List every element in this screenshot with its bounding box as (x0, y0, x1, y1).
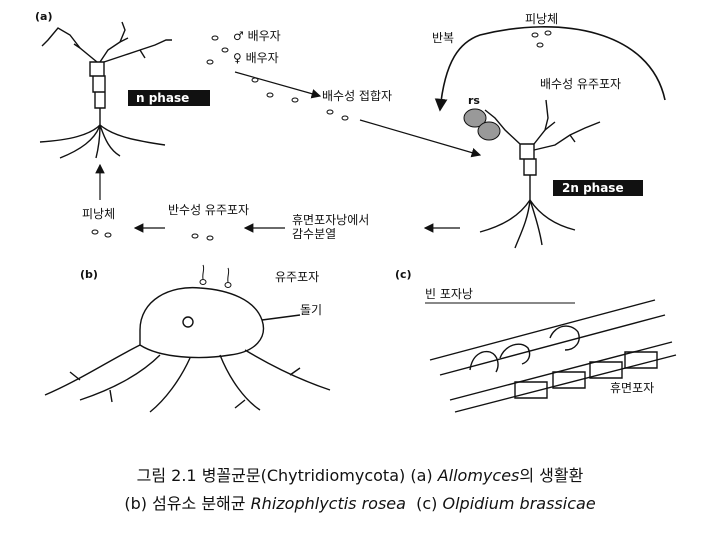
rs-label: rs (468, 94, 480, 107)
zygote-label: 배수성 접합자 (322, 89, 392, 103)
n-phase-label: n phase (136, 91, 189, 105)
caption-line2-prefix: (b) 섬유소 분해균 (124, 494, 251, 513)
caption-line1-suffix: 의 생활환 (519, 466, 584, 485)
caption-line2-italic2: Olpidium brassicae (442, 494, 596, 513)
caption-line2-italic1: Rhizophlyctis rosea (250, 494, 406, 513)
diploid-zoospore-label: 배수성 유주포자 (540, 77, 621, 91)
male-gamete-label: ♂ 배우자 (233, 29, 281, 43)
panel-a: (a) n phase ♂ 배우자 ♀ 배우자 배수성 접합자 (35, 10, 666, 249)
diploid-thallus (479, 99, 601, 249)
arrow-zygote-to-diploid (359, 119, 482, 158)
repeat-arc-arrow (434, 26, 666, 112)
female-gamete-label: ♀ 배우자 (233, 51, 279, 65)
caption-line1-italic: Allomyces (437, 466, 520, 485)
meiosis-label-2: 감수분열 (292, 227, 336, 241)
olpidium-host-cells (429, 299, 677, 413)
panel-b: (b) 유주포자 돌기 (44, 264, 331, 413)
pycnidium-left-label: 피낭체 (82, 207, 115, 221)
caption-line2-mid: (c) (405, 494, 443, 513)
rhizophlyctis-thallus (44, 286, 331, 413)
panel-b-tag: (b) (80, 268, 98, 281)
meiosis-label-1: 휴면포자낭에서 (292, 213, 369, 227)
protrusion-label: 돌기 (300, 303, 322, 317)
panel-c: (c) 빈 포자낭 휴면포자 (395, 268, 677, 413)
2n-phase-box (553, 180, 643, 196)
arrow-gametes-to-zygote (234, 71, 322, 99)
zoospores-b (199, 264, 232, 288)
2n-phase-label: 2n phase (562, 181, 624, 195)
repeat-label: 반복 (432, 31, 454, 45)
zoospore-label-b: 유주포자 (275, 270, 319, 284)
haploid-zoospore-label: 반수성 유주포자 (168, 203, 249, 217)
resting-spore-label: 휴면포자 (610, 381, 654, 395)
spores-top (531, 30, 552, 48)
pycnidium-top-label: 피낭체 (525, 12, 558, 26)
caption-line1-prefix: 그림 2.1 병꼴균문(Chytridiomycota) (a) (136, 466, 438, 485)
haploid-thallus (39, 21, 172, 159)
resting-sporangium-1 (463, 108, 487, 128)
resting-sporangium-2 (477, 121, 501, 141)
spores-bottom (91, 229, 214, 241)
empty-sporangium-label: 빈 포자낭 (425, 287, 473, 301)
panel-c-tag: (c) (395, 268, 412, 281)
n-phase-box (128, 90, 210, 106)
gamete-cells (206, 35, 349, 121)
panel-a-tag: (a) (35, 10, 52, 23)
figure-caption-line-2: (b) 섬유소 분해균 Rhizophlyctis rosea (c) Olpi… (0, 490, 720, 514)
figure-caption-line-1: 그림 2.1 병꼴균문(Chytridiomycota) (a) Allomyc… (0, 462, 720, 486)
